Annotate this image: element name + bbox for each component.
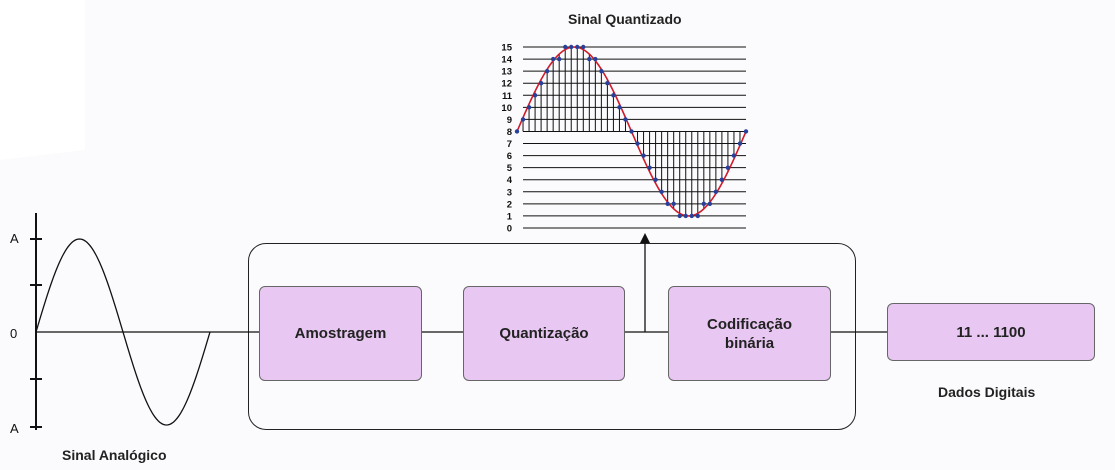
sample-point [713,189,719,194]
analog-signal-title: Sinal Analógico [62,447,167,463]
sample-point [701,201,707,207]
sample-point [695,213,700,219]
sample-point [641,153,646,158]
quantization-level-label: 2 [507,199,512,210]
sample-point [514,129,520,134]
sample-point [665,201,670,207]
quantized-signal-title: Sinal Quantizado [568,11,682,27]
quantization-level-label: 6 [507,151,512,162]
sampling-label: Amostragem [294,325,387,342]
quantization-label: Quantização [499,325,589,342]
quantization-level-label: 14 [501,55,512,66]
quantization-level-label: 9 [507,115,512,126]
encoding-block: Codificação binária [668,286,831,381]
analog-sine-wave [35,238,211,426]
sample-point [526,105,532,110]
sample-point [725,165,731,170]
sample-point [617,105,622,110]
sample-point [575,44,580,50]
processing-container [248,243,856,430]
sampling-block: Amostragem [259,286,422,381]
sample-point [563,44,568,50]
sample-point [737,141,743,146]
quantization-level-label: 4 [507,175,513,186]
sample-point [659,189,664,194]
quantization-block: Quantização [463,286,625,381]
analog-signal-plot [30,213,211,430]
analog-label-a-top: A [10,231,19,246]
encoding-label-line1: Codificação [706,315,793,333]
sample-point [689,213,694,219]
quantization-level-label: 10 [501,103,512,114]
sample-point [677,213,682,219]
sample-point [707,201,713,207]
quantization-level-label: 7 [507,139,512,150]
sample-point [611,93,616,98]
sample-point [683,213,688,219]
sample-point [731,153,737,158]
digital-output-value: 11 ... 1100 [956,323,1026,341]
sample-point [719,177,725,182]
sample-point [647,165,652,170]
digital-data-title: Dados Digitais [938,384,1036,400]
sample-point [599,68,604,74]
quantization-level-label: 8 [507,127,512,138]
sample-point [581,44,586,50]
quantization-level-label: 0 [507,224,512,235]
sample-point [623,117,628,122]
sample-point [671,201,676,207]
quantization-level-label: 15 [501,43,512,54]
sample-point [605,81,610,86]
encoding-label-line2: binária [724,334,775,352]
analog-label-zero: 0 [10,326,18,341]
sample-point [629,129,634,134]
sample-point [587,56,592,62]
sample-point [556,56,562,62]
digital-output-block: 11 ... 1100 [887,303,1095,361]
sample-point [569,44,574,50]
quantization-level-label: 13 [501,67,512,78]
sample-point [538,81,544,86]
quantization-level-label: 1 [507,211,513,222]
sample-point [653,177,658,182]
sample-point [544,68,550,74]
sample-point [520,117,526,122]
quantization-level-label: 12 [501,79,512,90]
quantization-level-label: 11 [502,91,513,102]
sample-point [532,93,538,98]
quantization-level-label: 3 [507,187,512,198]
analog-label-a-bottom: A [10,421,19,436]
sample-point [593,56,598,62]
quantization-level-label: 5 [507,163,513,174]
sample-point [635,141,640,146]
sample-point [743,129,749,134]
sample-point [550,56,556,62]
